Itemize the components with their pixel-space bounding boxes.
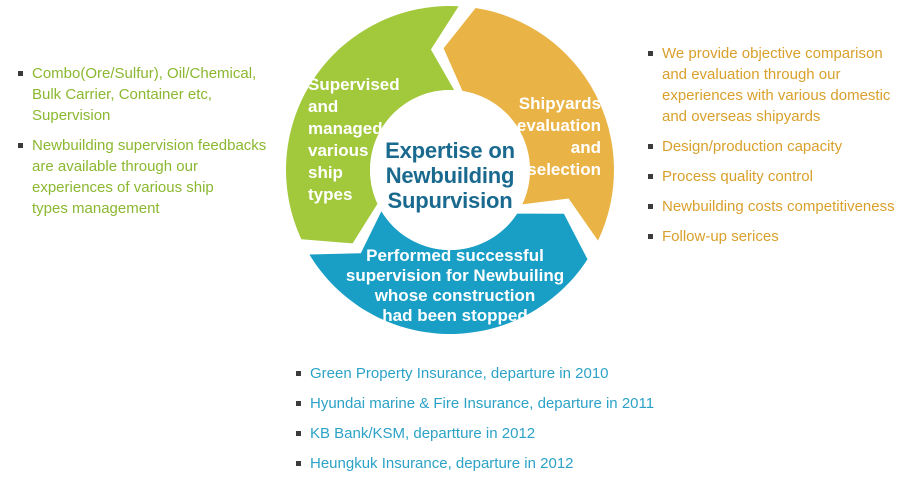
bullet-icon (648, 234, 653, 239)
bullet-icon (648, 51, 653, 56)
list-item-text: Hyundai marine & Fire Insurance, departu… (310, 395, 655, 412)
bullet-icon (648, 204, 653, 209)
list-item-text: Process quality control (662, 168, 813, 185)
segment-performed-shape (309, 211, 588, 334)
center-circle (370, 90, 530, 250)
bullet-icon (296, 401, 301, 406)
list-item-text: Design/production capacity (662, 138, 843, 155)
bullet-icon (648, 144, 653, 149)
cycle-diagram-svg (286, 5, 614, 334)
list-item-text: Newbuilding costs competitiveness (662, 198, 895, 215)
bullet-icon (18, 143, 23, 148)
list-item-text: Heungkuk Insurance, departure in 2012 (310, 455, 574, 472)
bullet-icon (296, 431, 301, 436)
bottom-panel: Green Property Insurance, departure in 2… (296, 363, 676, 483)
list-item-text: Green Property Insurance, departure in 2… (310, 365, 609, 382)
segment-supervised-shape (286, 5, 459, 244)
bullet-icon (296, 371, 301, 376)
bullet-icon (296, 461, 301, 466)
list-item: Combo(Ore/Sulfur), Oil/Chemical,Bulk Car… (18, 63, 286, 126)
list-item: Green Property Insurance, departure in 2… (296, 363, 676, 384)
list-item-text: Follow-up serices (662, 228, 779, 245)
left-panel: Combo(Ore/Sulfur), Oil/Chemical,Bulk Car… (18, 63, 286, 228)
list-item: Follow-up serices (648, 226, 900, 247)
list-item-text: KB Bank/KSM, departture in 2012 (310, 425, 536, 442)
segment-shipyards-shape (443, 8, 614, 241)
list-item: KB Bank/KSM, departture in 2012 (296, 423, 676, 444)
list-item-text: Combo(Ore/Sulfur), Oil/Chemical,Bulk Car… (32, 65, 257, 124)
list-item: Hyundai marine & Fire Insurance, departu… (296, 393, 676, 414)
list-item: Process quality control (648, 166, 900, 187)
cycle-diagram (282, 2, 618, 338)
list-item: Heungkuk Insurance, departure in 2012 (296, 453, 676, 474)
bullet-icon (648, 174, 653, 179)
bullet-icon (18, 71, 23, 76)
list-item: Design/production capacity (648, 136, 900, 157)
list-item: Newbuilding costs competitiveness (648, 196, 900, 217)
